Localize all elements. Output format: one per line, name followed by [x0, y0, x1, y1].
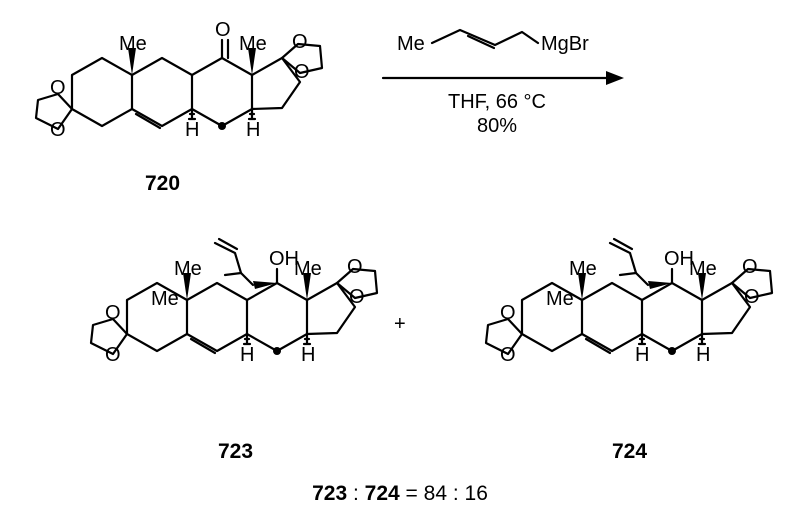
hydroxyl-label: OH	[664, 248, 694, 270]
side-chain-methyl-label: Me	[546, 288, 574, 310]
ketal-oxygen-label: O	[50, 77, 66, 99]
ketal-oxygen-label: O	[105, 302, 121, 324]
ketal-oxygen-label: O	[294, 61, 310, 83]
compound-724: OH Me Me Me H H O O O O	[484, 237, 774, 366]
ketal-oxygen-label: O	[292, 31, 308, 53]
hydrogen-label-c9: H	[635, 344, 649, 366]
ketal-oxygen-label: O	[744, 286, 760, 308]
methyl-label-c19: Me	[569, 258, 597, 280]
plus-sign: +	[394, 313, 406, 335]
compound-number-720: 720	[145, 172, 180, 195]
reagent-mgbr-label: MgBr	[541, 33, 589, 55]
ketal-oxygen-label: O	[50, 119, 66, 141]
hydrogen-label-c14: H	[696, 344, 710, 366]
reaction-arrow	[381, 71, 624, 85]
ratio-compound-a: 723	[312, 482, 347, 505]
ratio-value: = 84 : 16	[400, 482, 488, 505]
methyl-label-c18: Me	[239, 33, 267, 55]
conditions-solvent-temp: THF, 66 °C	[448, 91, 546, 113]
ketal-oxygen-label: O	[742, 256, 758, 278]
ketal-oxygen-label: O	[500, 302, 516, 324]
ketone-oxygen-label: O	[215, 19, 231, 41]
ketal-oxygen-label: O	[105, 344, 121, 366]
hydroxyl-label: OH	[269, 248, 299, 270]
hydrogen-label-c14: H	[301, 344, 315, 366]
ratio-separator: :	[347, 482, 365, 505]
ratio-compound-b: 724	[365, 482, 400, 505]
hydrogen-label-c9: H	[185, 119, 199, 141]
compound-720: O Me Me H H O O O O	[34, 19, 324, 141]
compound-number-724: 724	[612, 440, 647, 463]
ketal-oxygen-label: O	[349, 286, 365, 308]
methyl-label-c19: Me	[119, 33, 147, 55]
ketal-oxygen-label: O	[500, 344, 516, 366]
methyl-label-c19: Me	[174, 258, 202, 280]
conditions-yield: 80%	[477, 115, 517, 137]
reagent-crotyl-grignard: Me MgBr	[397, 28, 589, 55]
product-ratio: 723 : 724 = 84 : 16	[312, 482, 488, 505]
compound-723: OH Me Me Me H H O O O O	[89, 237, 379, 366]
methyl-label-c18: Me	[689, 258, 717, 280]
ketal-oxygen-label: O	[347, 256, 363, 278]
hydrogen-label-c9: H	[240, 344, 254, 366]
compound-number-723: 723	[218, 440, 253, 463]
methyl-label-c18: Me	[294, 258, 322, 280]
hydrogen-label-c14: H	[246, 119, 260, 141]
reagent-methyl-label: Me	[397, 33, 425, 55]
side-chain-methyl-label: Me	[151, 288, 179, 310]
